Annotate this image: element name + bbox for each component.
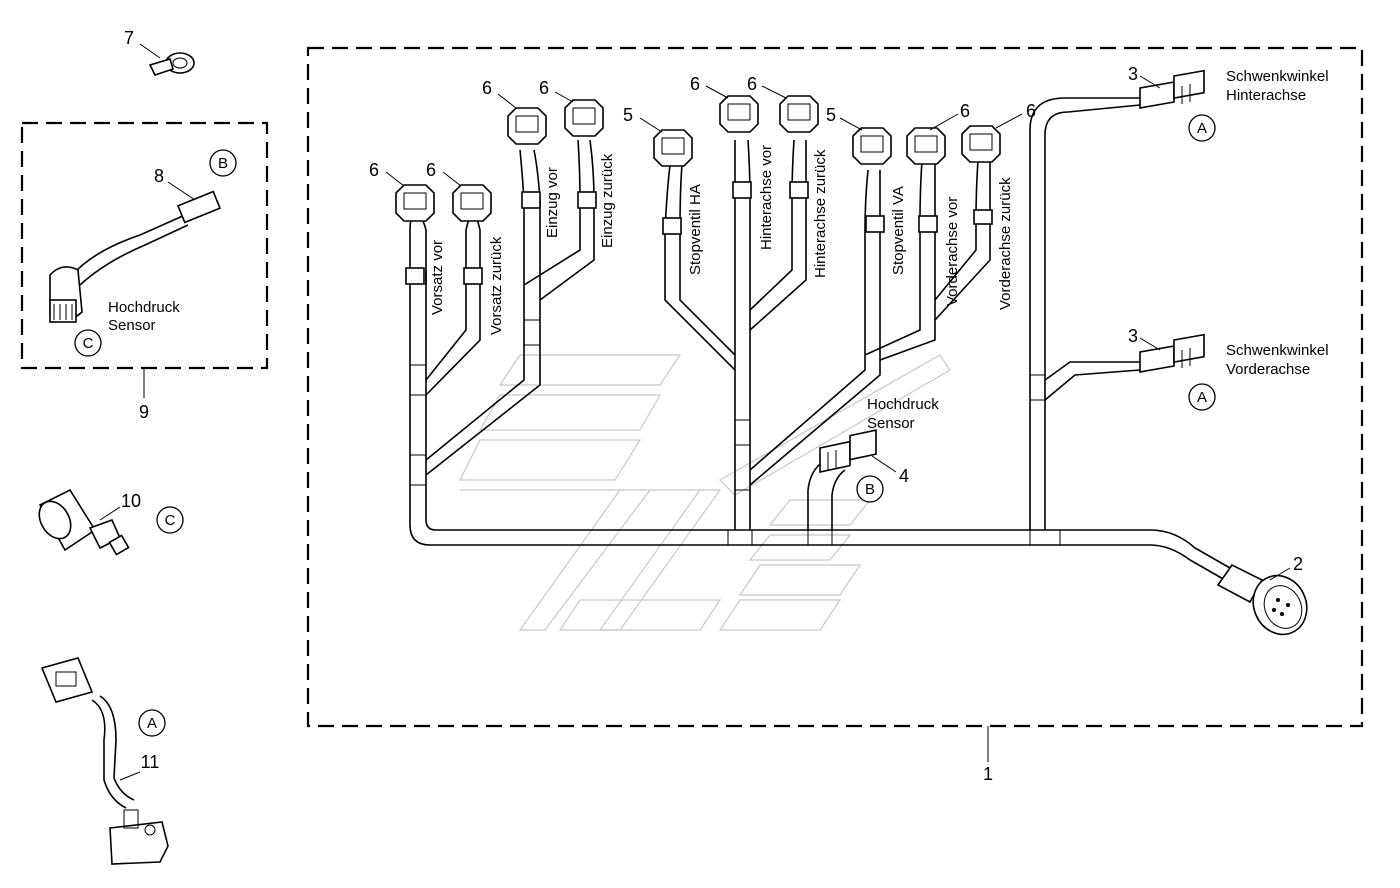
ref-circle-a-part11	[138, 709, 166, 737]
label-hochdruck-inset-2: Sensor	[108, 317, 156, 334]
ref-circle-c-part10	[156, 506, 184, 534]
callout-6-einzug-vor: 6	[482, 78, 492, 98]
connector-hinterachse-vor	[719, 95, 759, 133]
callout-3-vorder: 3	[1128, 326, 1138, 346]
letter-c-part10: C	[165, 512, 176, 529]
ref-circle-b-main	[856, 475, 884, 503]
ref-circle-c-inset	[74, 329, 102, 357]
connector-main-round	[1216, 563, 1308, 636]
reference-circles	[74, 114, 1216, 737]
branch-schwenkwinkel	[1029, 97, 1141, 530]
text-labels: Schwenkwinkel Hinterachse Schwenkwinkel …	[108, 68, 1329, 432]
ref-circle-a-vorder	[1188, 383, 1216, 411]
callout-8: 8	[154, 166, 164, 186]
callout-6-vorsatz-zurueck: 6	[426, 160, 436, 180]
wire-label-vorsatz-zurueck: Vorsatz zurück	[488, 236, 505, 335]
callout-10: 10	[121, 491, 141, 511]
label-schwenkwinkel-hinter-1: Schwenkwinkel	[1226, 68, 1329, 85]
branch-hinterachse	[662, 139, 993, 530]
main-harness-dashed-box	[306, 46, 1364, 728]
connector-vorderachse-vor	[906, 127, 946, 165]
wire-label-stopventil-ha: Stopventil HA	[687, 184, 704, 275]
branch-einzug	[425, 139, 597, 476]
callout-6-einzug-zurueck: 6	[539, 78, 549, 98]
letter-a-vorder: A	[1197, 389, 1207, 406]
callout-11: 11	[141, 752, 160, 772]
ref-circle-b-inset	[209, 149, 237, 177]
letter-c-inset: C	[83, 335, 94, 352]
callout-6-hinterachse-zurueck: 6	[747, 74, 757, 94]
callout-9: 9	[139, 402, 149, 422]
background-watermark	[459, 354, 951, 631]
wire-label-einzug-vor: Einzug vor	[544, 167, 561, 238]
letter-a-part11: A	[147, 715, 157, 732]
wire-label-vorderachse-vor: Vorderachse vor	[944, 197, 961, 306]
part-11-angle-sensor	[40, 657, 169, 865]
wire-label-hinterachse-vor: Hinterachse vor	[758, 145, 775, 250]
letter-b-inset: B	[218, 155, 228, 172]
callout-3-hinter: 3	[1128, 64, 1138, 84]
connector-stopventil-ha	[653, 129, 693, 167]
callout-7: 7	[124, 28, 134, 48]
wire-labels: Vorsatz vor Vorsatz zurück Einzug vor Ei…	[429, 145, 1014, 335]
callout-6-vorderachse-zurueck: 6	[1026, 101, 1036, 121]
ref-circle-a-hinter	[1188, 114, 1216, 142]
part-8-sensor-cable	[49, 190, 222, 323]
connector-vorsatz-vor	[395, 184, 435, 222]
callout-6-hinterachse-vor: 6	[690, 74, 700, 94]
callout-6-vorderachse-vor: 6	[960, 101, 970, 121]
part-7-clip	[148, 52, 195, 76]
callout-6-vorsatz-vor: 6	[369, 160, 379, 180]
connector-stopventil-va	[852, 127, 892, 165]
connector-hinterachse-zurueck	[779, 95, 819, 133]
callout-5-va: 5	[826, 105, 836, 125]
wire-label-vorderachse-zurueck: Vorderachse zurück	[997, 177, 1014, 310]
callout-leaders	[99, 43, 1291, 781]
label-hochdruck-main-2: Sensor	[867, 415, 915, 432]
connector-einzug-vor	[507, 107, 547, 145]
callout-2: 2	[1293, 554, 1303, 574]
letter-b-main: B	[865, 481, 875, 498]
callout-numbers: 1 2 3 3 4 5 5 6 6 6 6 6 6 6 6 7 8 9 10 1…	[121, 28, 1303, 784]
part-10-pressure-sensor	[38, 488, 130, 556]
wire-label-hinterachse-zurueck: Hinterachse zurück	[812, 149, 829, 278]
callout-1: 1	[983, 764, 993, 784]
reference-letters: A A A B B C C	[83, 120, 1207, 732]
connector-hochdruck	[819, 429, 877, 473]
label-hochdruck-main-1: Hochdruck	[867, 396, 939, 413]
connector-schwenkwinkel-hinterachse	[1139, 69, 1205, 109]
label-schwenkwinkel-hinter-2: Hinterachse	[1226, 87, 1306, 104]
connector-einzug-zurueck	[564, 99, 604, 137]
valve-connectors	[395, 95, 1001, 222]
callout-5-ha: 5	[623, 105, 633, 125]
wire-label-vorsatz-vor: Vorsatz vor	[429, 240, 446, 315]
wire-label-einzug-zurueck: Einzug zurück	[599, 153, 616, 248]
callout-4: 4	[899, 466, 909, 486]
label-schwenkwinkel-vorder-2: Vorderachse	[1226, 361, 1310, 378]
letter-a-hinter: A	[1197, 120, 1207, 137]
connector-vorsatz-zurueck	[452, 184, 492, 222]
main-harness-trunk	[409, 270, 1231, 581]
label-schwenkwinkel-vorder-1: Schwenkwinkel	[1226, 342, 1329, 359]
connector-vorderachse-zurueck	[961, 125, 1001, 163]
connector-schwenkwinkel-vorderachse	[1139, 333, 1205, 373]
wire-label-stopventil-va: Stopventil VA	[890, 186, 907, 275]
label-hochdruck-inset-1: Hochdruck	[108, 299, 180, 316]
